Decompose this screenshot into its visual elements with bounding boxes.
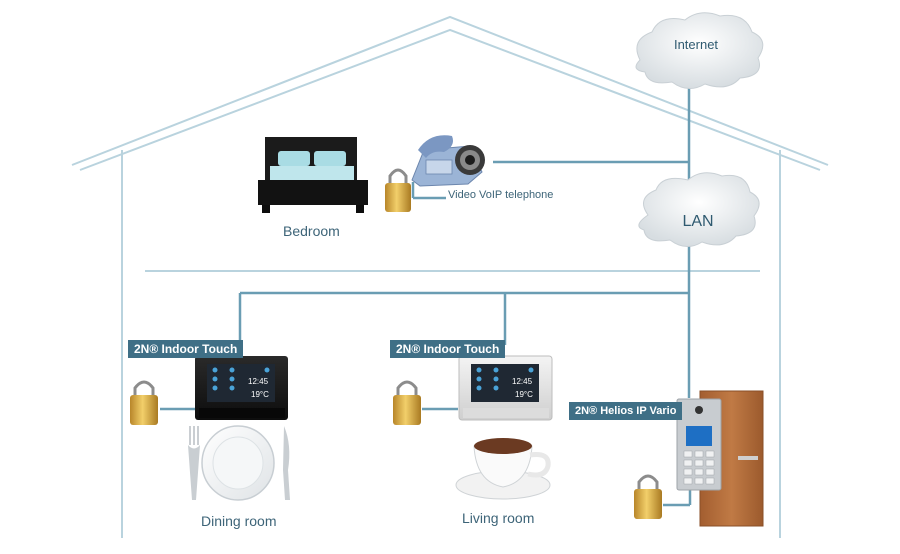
lock-icon (393, 380, 421, 425)
screen-temperature: 19°C (515, 390, 533, 399)
network-lines (160, 80, 692, 507)
lock-icon (130, 380, 158, 425)
indoor-touch-silver-panel (458, 355, 553, 421)
coffee-cup (455, 438, 551, 500)
device-tag-indoor-touch-dining: 2N® Indoor Touch (128, 340, 244, 358)
lan-cloud (638, 172, 760, 247)
helios-ip-vario-intercom (676, 398, 722, 491)
lock-icon (385, 168, 411, 212)
device-tag-helios-ip-vario: 2N® Helios IP Vario (569, 402, 683, 420)
device-tag-indoor-touch-living: 2N® Indoor Touch (390, 340, 506, 358)
screen-time: 12:45 (248, 377, 269, 386)
dining-plate-cutlery (188, 425, 290, 501)
room-label-dining: Dining room (201, 513, 277, 529)
lock-icon (634, 474, 662, 519)
room-label-living: Living room (462, 510, 535, 526)
internet-cloud (635, 12, 764, 89)
screen-time: 12:45 (512, 377, 533, 386)
indoor-touch-dark-panel (195, 356, 288, 420)
video-voip-telephone (411, 135, 485, 187)
house-outline (71, 15, 829, 538)
bed-illustration (258, 137, 368, 213)
voip-telephone-label: Video VoIP telephone (448, 189, 554, 201)
room-label-bedroom: Bedroom (283, 223, 340, 239)
lan-label: LAN (682, 213, 714, 230)
internet-label: Internet (673, 37, 719, 52)
screen-temperature: 19°C (251, 390, 269, 399)
